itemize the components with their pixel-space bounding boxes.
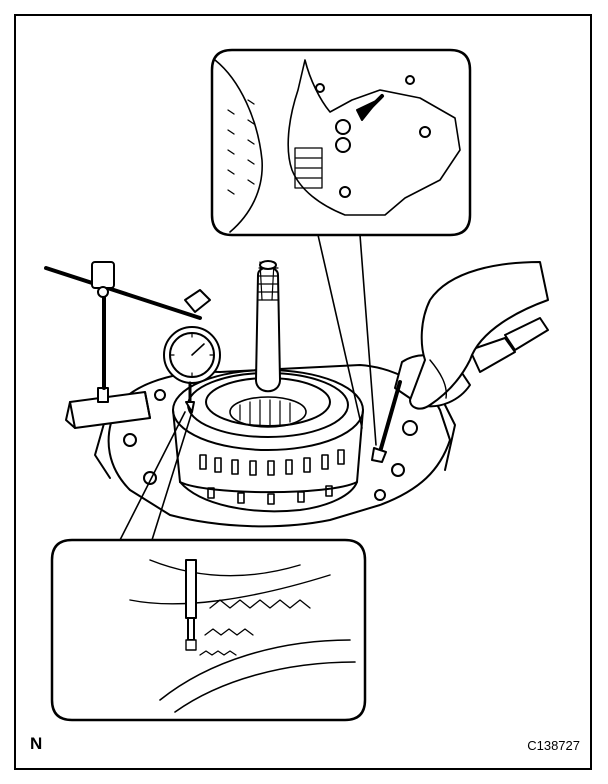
detail-inset-top bbox=[210, 48, 472, 237]
inset-leader-top-right bbox=[359, 234, 377, 446]
dial-indicator-icon bbox=[44, 261, 221, 413]
arrow-icon bbox=[356, 94, 384, 121]
drum-slots bbox=[199, 449, 345, 505]
input-shaft bbox=[255, 260, 281, 393]
hand-icon bbox=[409, 261, 549, 410]
inset-leader-top-left bbox=[317, 234, 363, 429]
view-direction-label: N bbox=[30, 734, 43, 753]
figure-code: C138727 bbox=[527, 738, 580, 753]
detail-inset-bottom bbox=[50, 538, 367, 722]
inset-leader-bottom-right bbox=[151, 411, 193, 541]
transmission-case bbox=[94, 364, 456, 528]
magnetic-base-icon bbox=[65, 284, 151, 429]
inset-leader-bottom-left bbox=[119, 411, 186, 541]
